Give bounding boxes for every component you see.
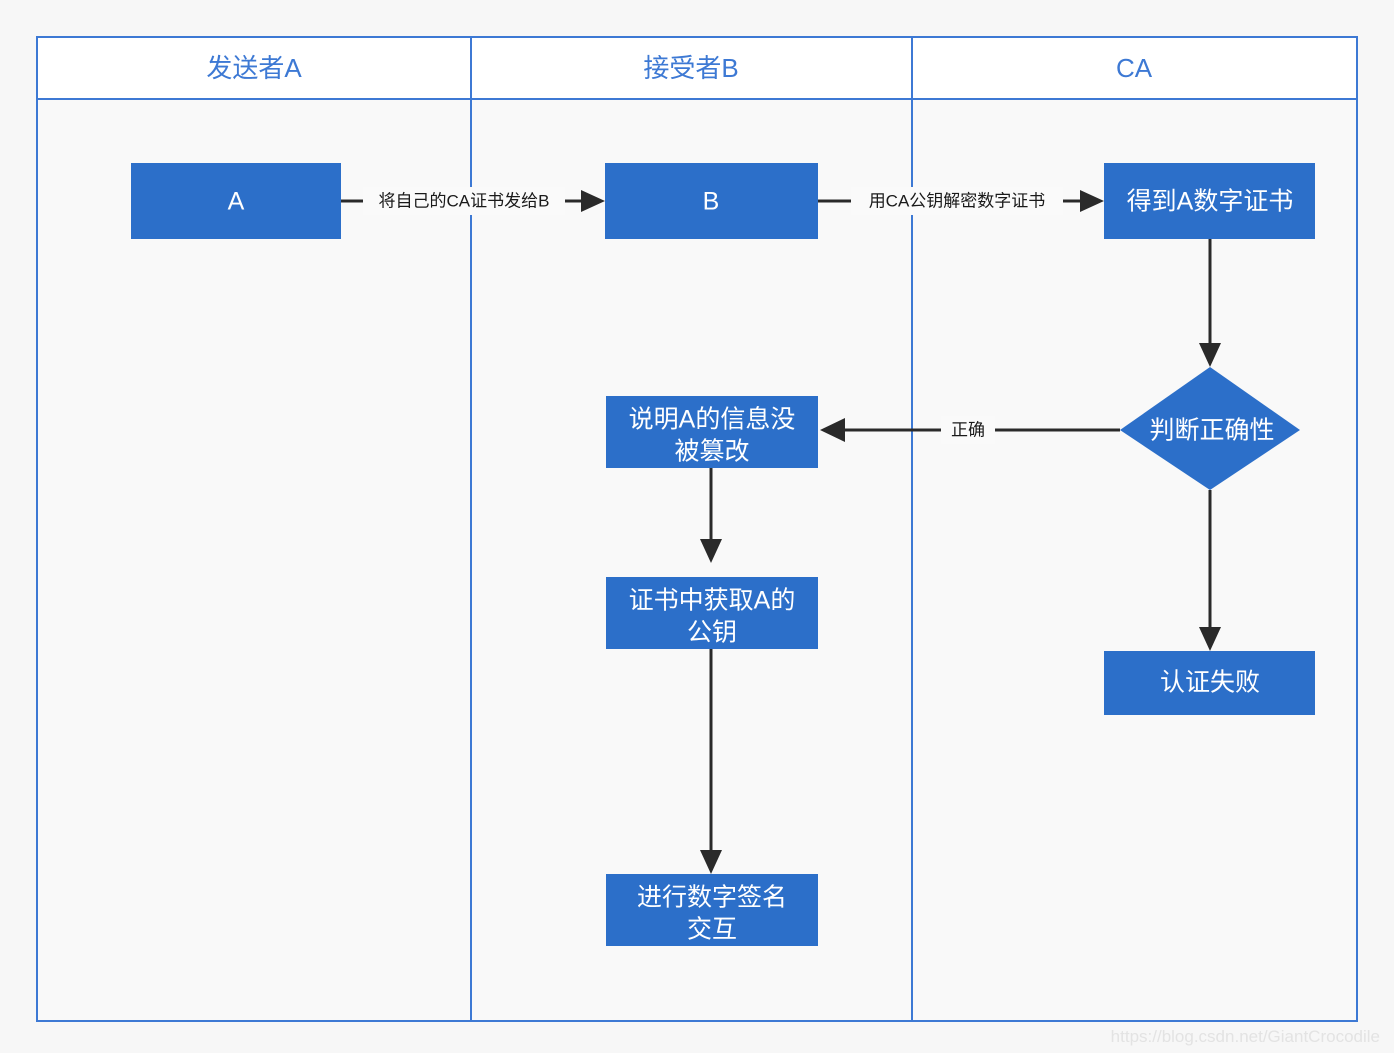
edge-pubkey-to-signature-arrowhead xyxy=(700,850,722,874)
node-b-label: B xyxy=(703,188,720,216)
watermark-text: https://blog.csdn.net/GiantCrocodile xyxy=(1111,1027,1380,1046)
edge-judge-to-failed xyxy=(1199,490,1221,651)
edge-judge-to-not-tampered: 正确 xyxy=(820,416,1120,444)
node-a-label: A xyxy=(228,188,245,216)
node-extract-pubkey-label-line2: 公钥 xyxy=(687,619,737,647)
edge-cert-to-judge xyxy=(1199,238,1221,367)
node-extract-pubkey[interactable]: 证书中获取A的 公钥 xyxy=(606,577,818,649)
edge-not-tampered-to-pubkey-arrowhead xyxy=(700,539,722,563)
node-auth-failed-shape[interactable] xyxy=(1104,651,1315,715)
node-b[interactable]: B xyxy=(605,163,818,239)
edge-not-tampered-to-pubkey xyxy=(700,468,722,563)
lane-header-ca: CA xyxy=(1116,53,1153,83)
edge-b-to-cert-arrowhead xyxy=(1080,190,1104,212)
node-b-shape[interactable] xyxy=(605,163,818,239)
node-get-a-cert[interactable]: 得到A数字证书 xyxy=(1104,163,1315,239)
edge-cert-to-judge-arrowhead xyxy=(1199,343,1221,367)
node-layer: A B 得到A数字证书 判断正确性 认证失败 说明A的信息没 被篡改 xyxy=(131,163,1315,946)
node-digital-signature-label-line2: 交互 xyxy=(687,916,737,944)
edge-b-to-cert-label: 用CA公钥解密数字证书 xyxy=(869,191,1046,210)
node-digital-signature-label-line1: 进行数字签名 xyxy=(637,884,787,912)
node-extract-pubkey-shape[interactable] xyxy=(606,577,818,649)
edge-pubkey-to-signature xyxy=(700,649,722,874)
edge-layer: 将自己的CA证书发给B 用CA公钥解密数字证书 正确 xyxy=(341,187,1221,874)
node-not-tampered-label-line1: 说明A的信息没 xyxy=(629,406,796,434)
node-digital-signature[interactable]: 进行数字签名 交互 xyxy=(606,874,818,946)
node-auth-failed-label: 认证失败 xyxy=(1160,669,1260,697)
edge-a-to-b-label: 将自己的CA证书发给B xyxy=(379,191,550,210)
node-get-a-cert-label: 得到A数字证书 xyxy=(1127,188,1294,216)
node-a[interactable]: A xyxy=(131,163,341,239)
node-extract-pubkey-label-line1: 证书中获取A的 xyxy=(629,587,796,615)
node-not-tampered-shape[interactable] xyxy=(606,396,818,468)
edge-b-to-cert-label-backdrop xyxy=(851,187,1063,215)
lane-header-receiver-b: 接受者B xyxy=(643,53,738,83)
node-digital-signature-shape[interactable] xyxy=(606,874,818,946)
node-auth-failed[interactable]: 认证失败 xyxy=(1104,651,1315,715)
node-a-shape[interactable] xyxy=(131,163,341,239)
node-not-tampered[interactable]: 说明A的信息没 被篡改 xyxy=(606,396,818,468)
node-judge-correctness[interactable]: 判断正确性 xyxy=(1120,367,1300,490)
edge-judge-to-failed-arrowhead xyxy=(1199,627,1221,651)
node-get-a-cert-shape[interactable] xyxy=(1104,163,1315,239)
lane-header-sender-a: 发送者A xyxy=(206,53,302,83)
edge-a-to-b: 将自己的CA证书发给B xyxy=(341,187,605,215)
edge-judge-to-not-tampered-arrowhead xyxy=(820,418,845,442)
edge-a-to-b-label-backdrop xyxy=(363,187,565,215)
edge-b-to-cert: 用CA公钥解密数字证书 xyxy=(818,187,1104,215)
edge-a-to-b-arrowhead xyxy=(581,190,605,212)
node-judge-correctness-shape[interactable] xyxy=(1120,367,1300,490)
edge-judge-to-not-tampered-label: 正确 xyxy=(951,420,985,439)
edge-judge-to-not-tampered-label-backdrop xyxy=(941,416,995,444)
swimlane-header-background xyxy=(36,36,1358,100)
node-not-tampered-label-line2: 被篡改 xyxy=(674,438,749,466)
node-judge-correctness-label: 判断正确性 xyxy=(1149,417,1274,445)
